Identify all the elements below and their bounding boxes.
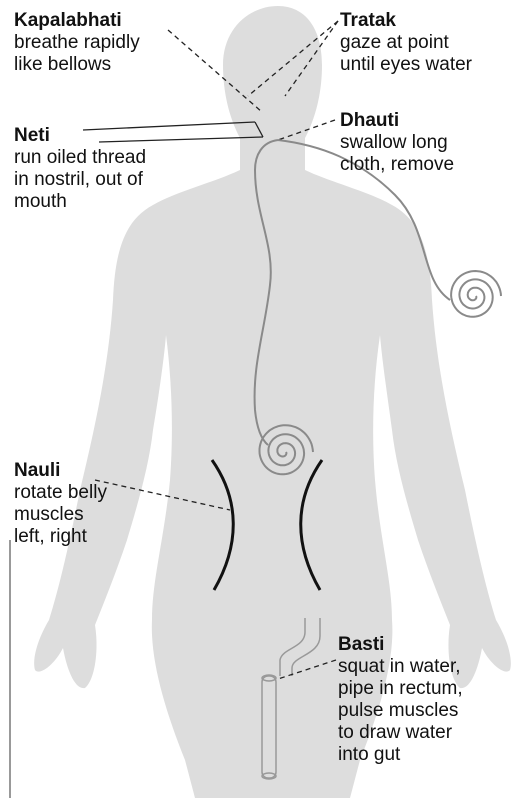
label-nauli-title: Nauli [14, 460, 107, 482]
label-kapalabhati-line-2: like bellows [14, 54, 140, 76]
label-nauli: Nauli rotate belly muscles left, right [14, 460, 107, 548]
label-basti-title: Basti [338, 634, 463, 656]
label-dhauti-title: Dhauti [340, 110, 454, 132]
label-dhauti-line-2: cloth, remove [340, 154, 454, 176]
label-kapalabhati: Kapalabhati breathe rapidly like bellows [14, 10, 140, 76]
label-tratak: Tratak gaze at point until eyes water [340, 10, 472, 76]
label-neti-line-1: run oiled thread [14, 147, 146, 169]
label-neti: Neti run oiled thread in nostril, out of… [14, 125, 146, 213]
label-tratak-line-1: gaze at point [340, 32, 472, 54]
label-nauli-line-1: rotate belly [14, 482, 107, 504]
label-basti-line-4: to draw water [338, 722, 463, 744]
label-basti-line-5: into gut [338, 744, 463, 766]
label-tratak-line-2: until eyes water [340, 54, 472, 76]
label-kapalabhati-line-1: breathe rapidly [14, 32, 140, 54]
label-basti-line-3: pulse muscles [338, 700, 463, 722]
label-nauli-line-3: left, right [14, 526, 107, 548]
label-dhauti-line-1: swallow long [340, 132, 454, 154]
label-basti-line-2: pipe in rectum, [338, 678, 463, 700]
label-neti-line-3: mouth [14, 191, 146, 213]
label-neti-title: Neti [14, 125, 146, 147]
label-basti: Basti squat in water, pipe in rectum, pu… [338, 634, 463, 766]
label-tratak-title: Tratak [340, 10, 472, 32]
label-dhauti: Dhauti swallow long cloth, remove [340, 110, 454, 176]
label-basti-line-1: squat in water, [338, 656, 463, 678]
label-nauli-line-2: muscles [14, 504, 107, 526]
label-kapalabhati-title: Kapalabhati [14, 10, 140, 32]
label-neti-line-2: in nostril, out of [14, 169, 146, 191]
spiral-cloth-icon [451, 271, 501, 317]
